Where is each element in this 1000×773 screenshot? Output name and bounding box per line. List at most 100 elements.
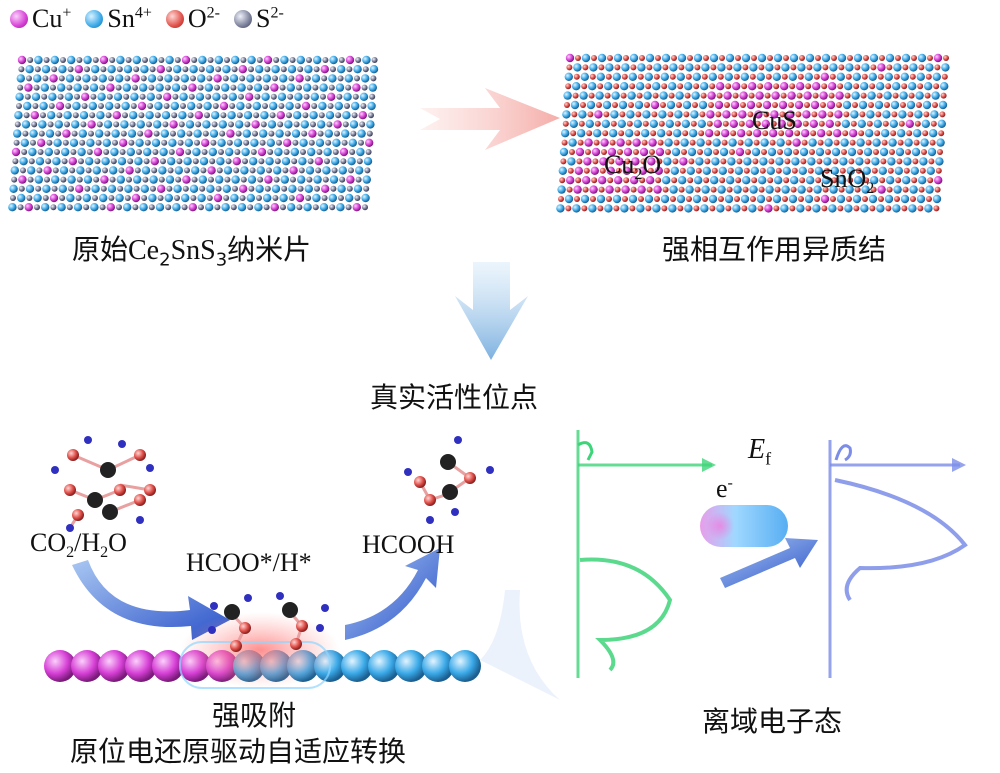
- tin-atom: [109, 166, 118, 175]
- oxygen-atom: [810, 130, 817, 137]
- tin-atom: [559, 147, 569, 157]
- sulfur-atom: [346, 66, 353, 73]
- tin-atom: [71, 120, 80, 129]
- tin-atom: [338, 166, 347, 175]
- tin-atom: [692, 72, 701, 82]
- sulfur-atom: [345, 84, 352, 91]
- oxygen-atom: [711, 167, 718, 174]
- tin-atom: [652, 82, 661, 91]
- oxygen-atom: [565, 83, 572, 90]
- oxygen-atom: [897, 139, 904, 146]
- tin-atom: [749, 185, 758, 194]
- sulfur-atom: [164, 84, 171, 91]
- tin-atom: [173, 65, 182, 74]
- tin-atom: [67, 55, 76, 65]
- tin-atom: [909, 185, 918, 194]
- sulfur-atom: [50, 204, 57, 211]
- oxygen-atom: [879, 55, 885, 61]
- oxygen-atom: [692, 102, 698, 108]
- oxygen-atom: [833, 139, 840, 146]
- copper-atom: [730, 100, 740, 110]
- sulfur-atom: [252, 130, 258, 137]
- tin-atom: [85, 157, 94, 166]
- tin-atom: [719, 147, 729, 157]
- sulfur-atom: [290, 176, 296, 183]
- oxygen-atom: [689, 139, 696, 146]
- sulfur-atom: [133, 66, 140, 73]
- sulfur-atom: [356, 158, 363, 165]
- tin-atom: [724, 194, 734, 204]
- tin-atom: [726, 176, 735, 185]
- oxygen-atom: [633, 149, 639, 155]
- tin-atom: [916, 72, 925, 82]
- tin-atom: [665, 119, 674, 128]
- oxygen-atom: [614, 64, 621, 71]
- sulfur-atom: [195, 121, 202, 128]
- sulfur-atom: [70, 149, 77, 155]
- oxygen-atom: [909, 73, 916, 80]
- oxygen-atom: [620, 92, 627, 99]
- oxygen-atom: [779, 111, 786, 118]
- tin-atom: [277, 92, 287, 102]
- oxygen-atom: [730, 130, 737, 137]
- sulfur-atom: [247, 204, 254, 211]
- copper-atom: [598, 176, 607, 185]
- sulfur-atom: [172, 93, 179, 100]
- tin-atom: [311, 74, 321, 83]
- copper-atom: [93, 147, 103, 157]
- copper-atom: [631, 157, 640, 166]
- tin-atom: [218, 120, 227, 129]
- oxygen-atom: [593, 139, 600, 146]
- copper-atom: [264, 175, 273, 184]
- oxygen-atom: [926, 196, 932, 202]
- tin-atom: [67, 175, 76, 184]
- sulfur-atom: [230, 204, 237, 211]
- oxygen-atom: [693, 83, 700, 90]
- sulfur-atom: [208, 176, 214, 183]
- tin-atom: [588, 204, 597, 213]
- legend-item-s: S2-: [233, 4, 284, 34]
- copper-atom: [87, 120, 96, 129]
- tin-atom: [697, 119, 706, 128]
- copper-atom: [276, 111, 285, 120]
- sulfur-atom: [196, 103, 203, 109]
- oxygen-atom: [605, 73, 612, 80]
- tin-atom: [88, 101, 98, 111]
- tin-atom: [284, 120, 293, 129]
- sulfur-atom: [211, 121, 218, 128]
- tin-atom: [362, 175, 371, 184]
- sulfur-atom: [152, 149, 159, 155]
- tin-atom: [637, 63, 646, 72]
- tin-atom: [148, 193, 157, 203]
- tin-atom: [222, 184, 231, 193]
- copper-atom: [257, 147, 267, 157]
- oxygen-atom: [902, 186, 909, 193]
- tin-atom: [53, 138, 62, 147]
- oxygen-atom: [560, 158, 567, 165]
- oxygen-atom: [886, 64, 893, 71]
- oxygen-atom: [565, 205, 572, 212]
- tin-atom: [299, 138, 308, 147]
- tin-atom: [586, 100, 596, 110]
- oxygen-atom: [837, 83, 844, 90]
- copper-atom: [638, 166, 647, 175]
- copper-atom: [771, 91, 780, 100]
- sulfur-atom: [201, 149, 208, 155]
- copper-atom: [761, 119, 770, 128]
- tin-atom: [195, 92, 205, 102]
- oxygen-atom: [766, 196, 772, 202]
- tin-atom: [101, 157, 110, 166]
- tin-atom: [16, 74, 25, 83]
- oxygen-atom: [653, 73, 660, 80]
- oxygen-atom: [829, 73, 836, 80]
- tin-atom: [325, 111, 335, 120]
- sulfur-atom: [92, 195, 98, 201]
- copper-atom: [621, 185, 630, 194]
- oxygen-atom: [572, 92, 579, 99]
- oxygen-atom: [558, 196, 564, 202]
- sulfur-atom: [288, 75, 295, 82]
- sulfur-atom: [140, 75, 147, 82]
- tin-atom: [50, 55, 59, 65]
- copper-atom: [119, 138, 128, 147]
